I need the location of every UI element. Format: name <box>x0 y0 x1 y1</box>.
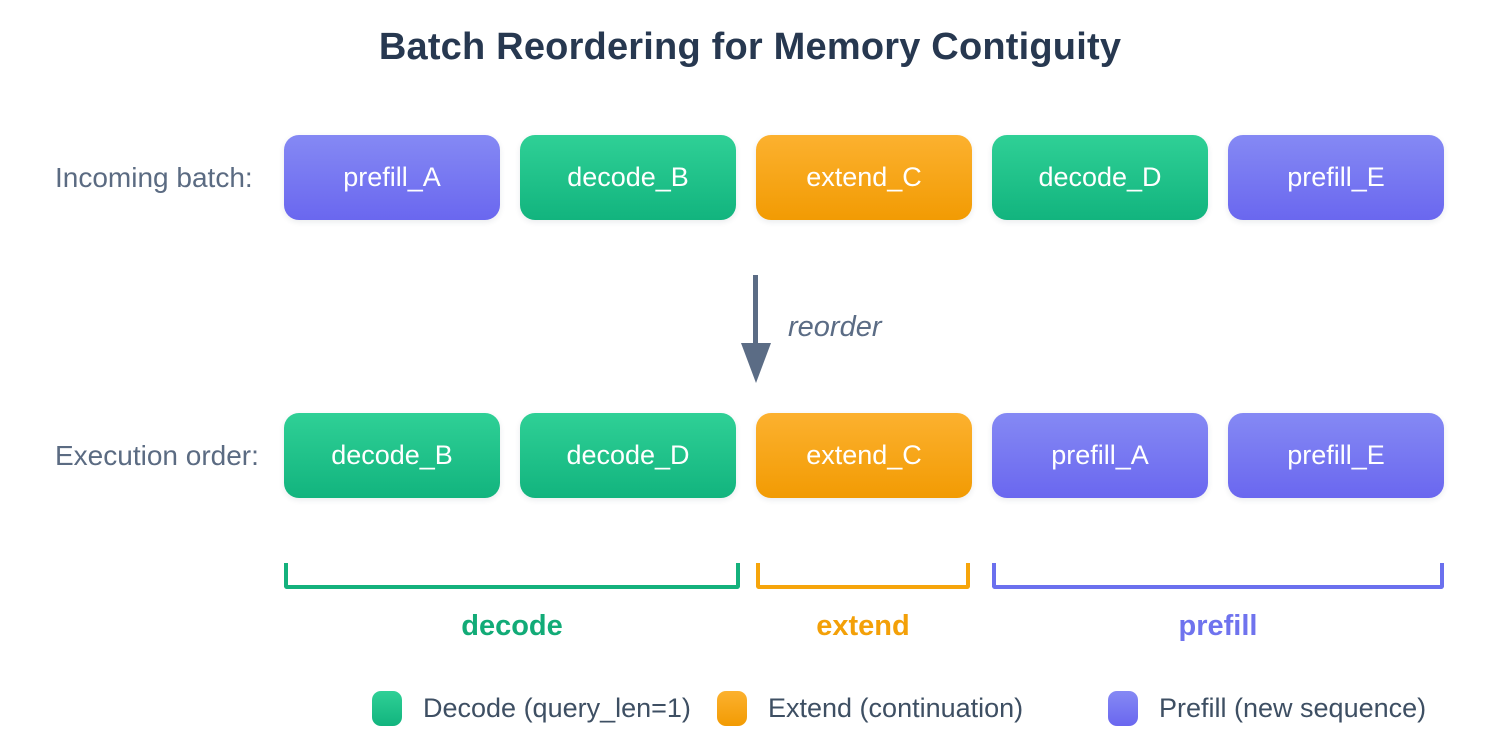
reorder-label: reorder <box>788 311 882 343</box>
legend-item-decode: Decode (query_len=1) <box>372 690 691 726</box>
extend-group-bracket <box>756 563 970 589</box>
execution-order-label: Execution order: <box>55 439 259 471</box>
legend-label-prefill: Prefill (new sequence) <box>1159 692 1427 723</box>
diagram-title: Batch Reordering for Memory Contiguity <box>378 26 1122 68</box>
incoming-box-decode-d: decode_D <box>992 135 1208 220</box>
decode-group-label: decode <box>461 610 563 642</box>
incoming-box-extend-c: extend_C <box>756 135 972 220</box>
incoming-box-prefill-e: prefill_E <box>1228 135 1444 220</box>
legend-item-prefill: Prefill (new sequence) <box>1108 690 1426 726</box>
legend-swatch-extend <box>717 690 747 726</box>
decode-group-bracket <box>284 563 740 589</box>
incoming-box-decode-b: decode_B <box>520 135 736 220</box>
extend-group-label: extend <box>816 610 910 642</box>
legend-label-extend: Extend (continuation) <box>768 692 1024 723</box>
reorder-arrow-down-icon <box>741 343 771 383</box>
execution-box-extend-c: extend_C <box>756 413 972 498</box>
incoming-batch-label: Incoming batch: <box>55 161 253 193</box>
execution-box-prefill-e: prefill_E <box>1228 413 1444 498</box>
legend-item-extend: Extend (continuation) <box>717 690 1023 726</box>
execution-box-decode-b: decode_B <box>284 413 500 498</box>
legend-swatch-prefill <box>1108 690 1138 726</box>
legend-swatch-decode <box>372 690 402 726</box>
execution-box-prefill-a: prefill_A <box>992 413 1208 498</box>
legend-label-decode: Decode (query_len=1) <box>423 692 691 723</box>
reorder-arrow-shaft <box>753 275 758 345</box>
incoming-box-prefill-a: prefill_A <box>284 135 500 220</box>
execution-box-decode-d: decode_D <box>520 413 736 498</box>
prefill-group-bracket <box>992 563 1444 589</box>
prefill-group-label: prefill <box>1178 610 1258 642</box>
